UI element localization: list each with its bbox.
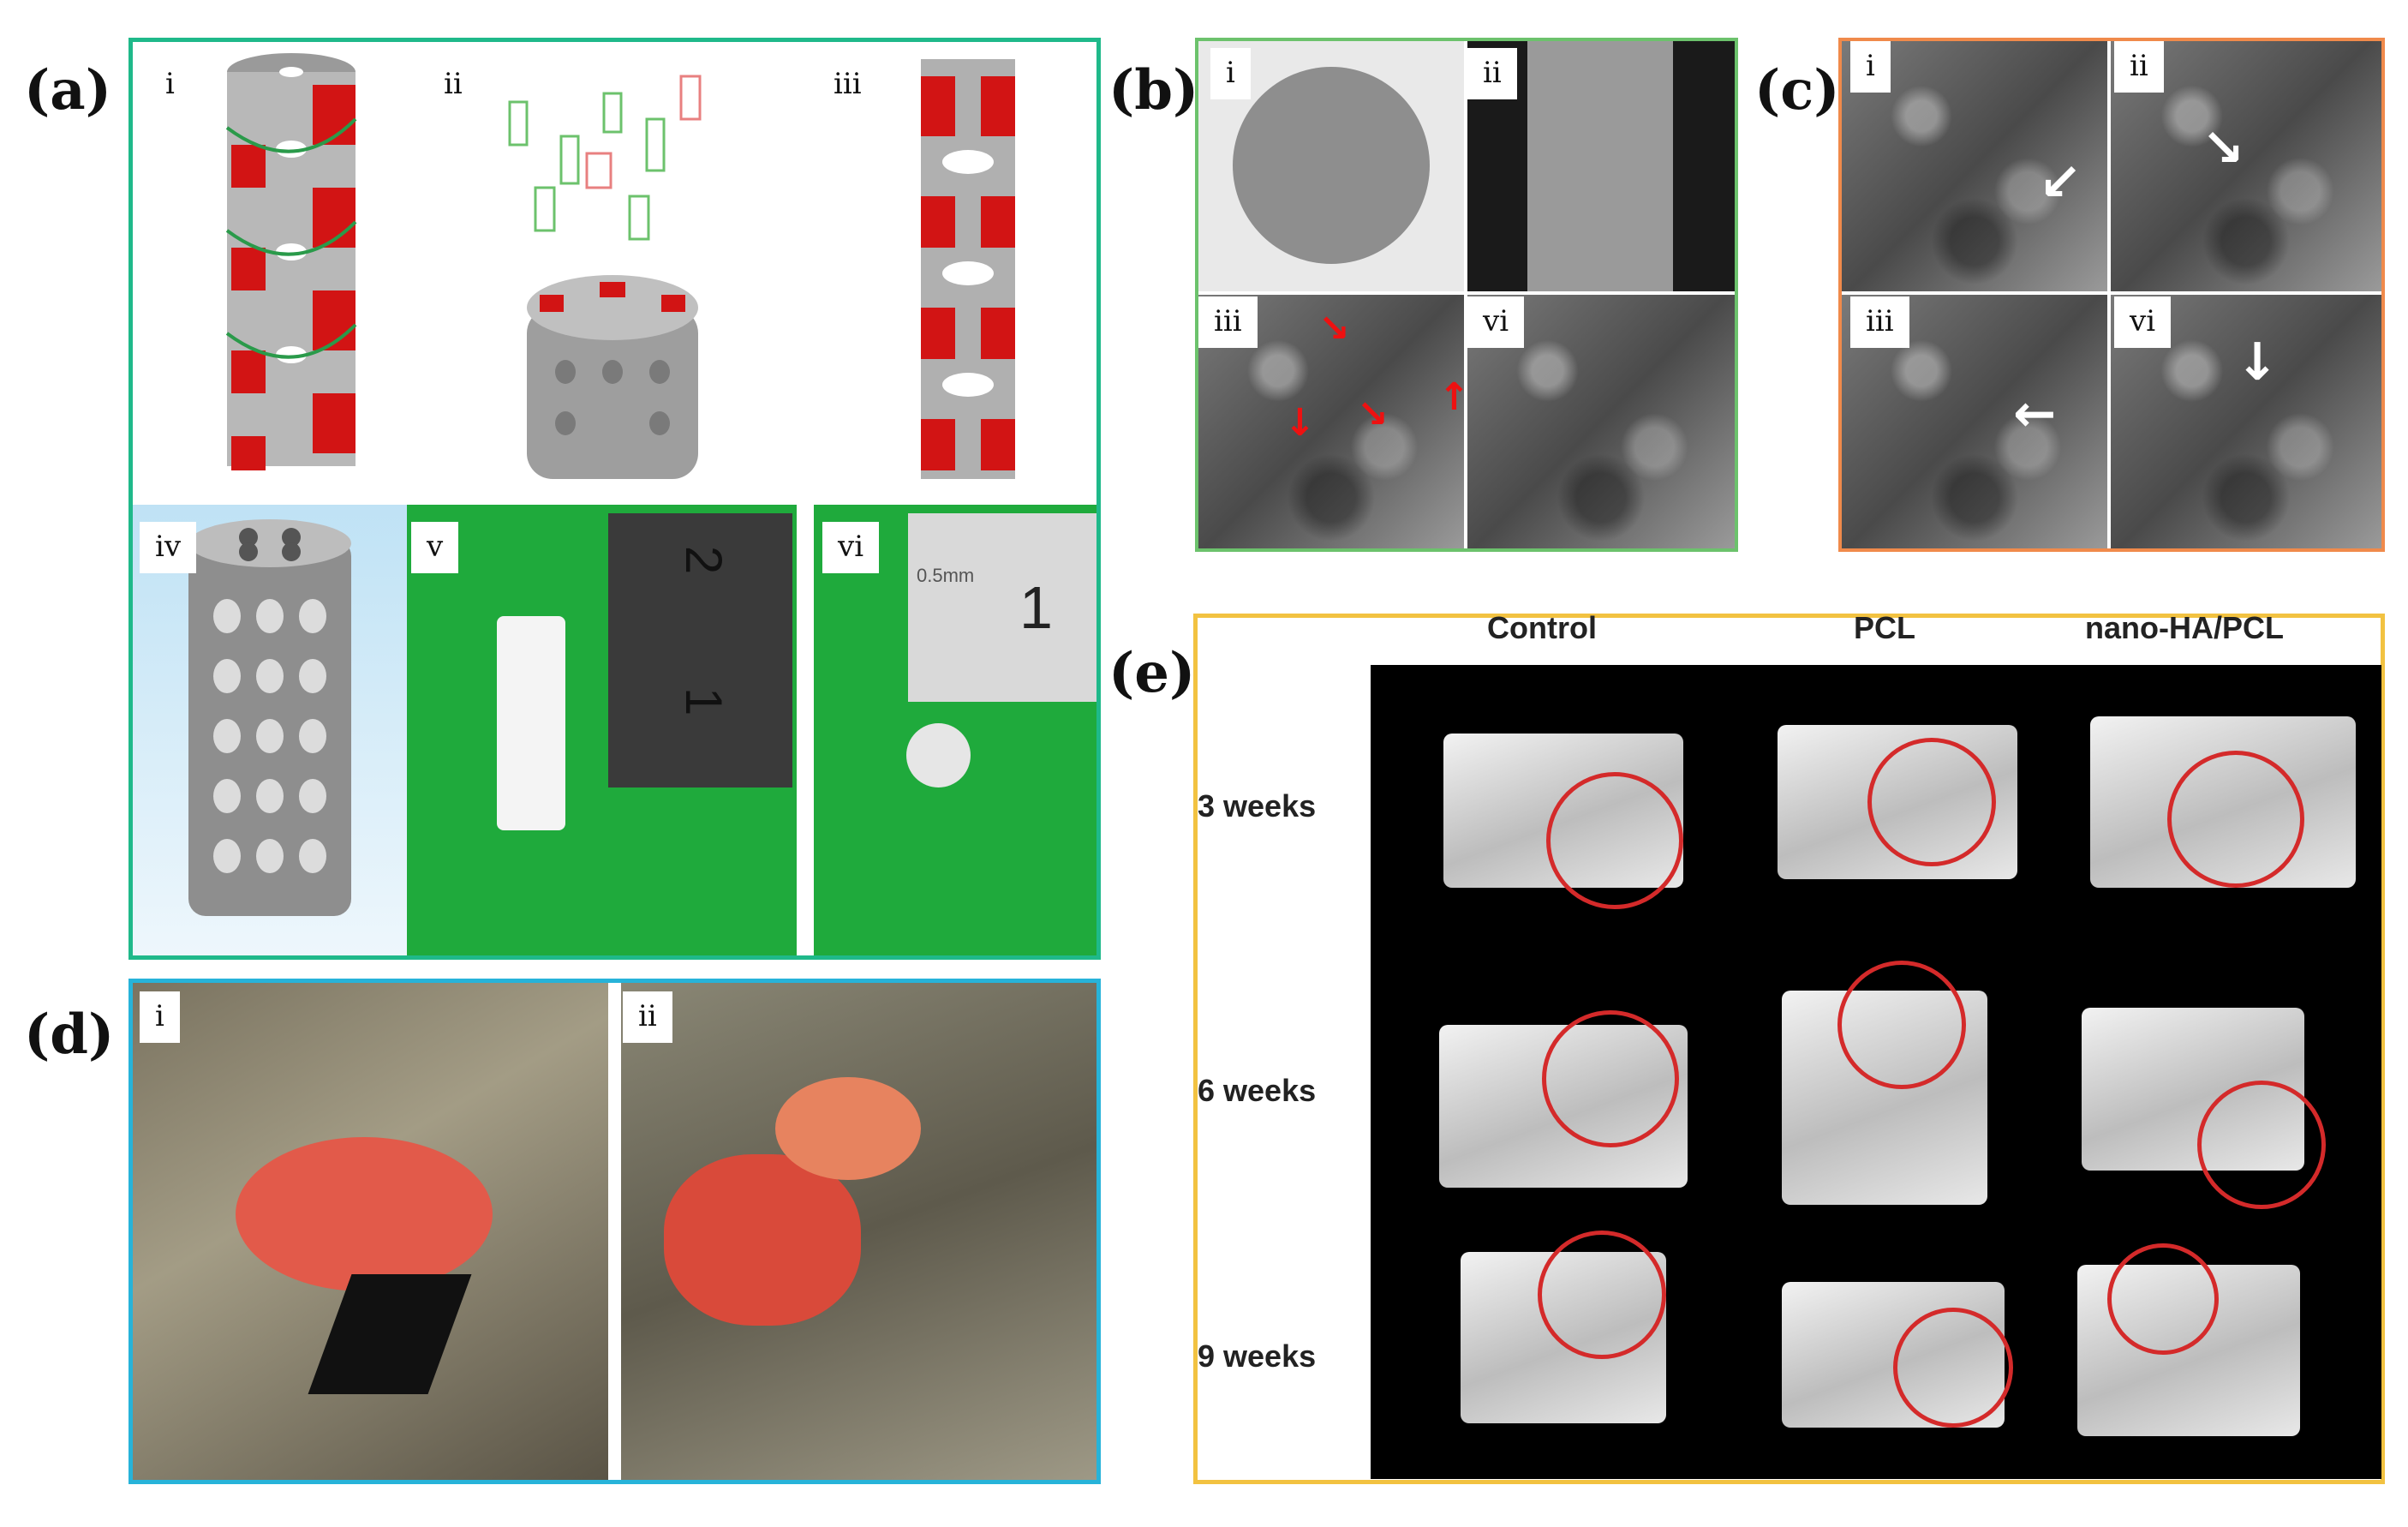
panel-b-ii-label: ii [1467,48,1517,99]
scaffold-render-graphic [188,519,351,916]
panel-d-i-photo [133,983,608,1480]
panel-letter-c: (c) [1754,58,1840,123]
ruler-steel-unit: 0.5mm [917,565,975,586]
panel-b-frame: ↘ ↓ ↘ ↑ i ii iii vi [1195,38,1738,552]
panel-d-ii-photo [621,983,1096,1480]
scaffold-side-view [1527,41,1673,291]
panel-a-vi-label: vi [822,522,880,573]
ruler-number-bottom: 1 [675,686,733,716]
panel-a-iv-label: iv [140,522,197,573]
panel-a-ii-exploded-cad [424,42,810,505]
panel-d-ii-label: ii [623,991,672,1043]
microct-grid [1371,665,2381,1479]
white-arrow-1: ↙ [2039,153,2082,213]
surgical-site [236,1137,493,1291]
column-header-nano-ha-pcl: nano-HA/PCL [2085,610,2284,645]
scaffold-cylinder-cutaway-graphic [225,53,357,470]
defect-circle-control-6w [1542,1010,1679,1147]
panel-c-i-label: i [1850,41,1891,93]
row-label-6-weeks: 6 weeks [1198,1073,1317,1108]
white-arrow-4: ↓ [2236,332,2280,392]
panel-d-frame: i ii [128,979,1101,1484]
ruler-steel-number: 1 [1019,574,1053,641]
exploded-scaffold-graphic [508,75,702,479]
ruler-steel: 0.5mm 1 [908,513,1096,702]
row-label-9-weeks: 9 weeks [1198,1338,1317,1374]
defect-circle-nanoha-3w [2167,751,2304,888]
panel-c-frame: ↙ ↘ ← ↓ i ii iii vi [1838,38,2385,552]
defect-circle-pcl-9w [1893,1308,2013,1428]
panel-b-i-label: i [1210,48,1251,99]
bone-tissue [775,1077,921,1180]
defect-circle-nanoha-6w [2197,1081,2326,1209]
panel-letter-d: (d) [24,1003,115,1067]
panel-letter-b: (b) [1108,58,1199,123]
scaffold-disc [906,723,971,787]
red-arrow-4: ↑ [1438,375,1470,419]
defect-circle-pcl-6w [1837,961,1966,1089]
defect-circle-nanoha-9w [2107,1243,2219,1355]
ruler-black: 2 1 [608,513,792,787]
column-header-pcl: PCL [1854,610,1915,645]
white-arrow-2: ↘ [2202,118,2245,178]
surgical-opening [308,1274,472,1394]
defect-circle-pcl-3w [1867,738,1996,866]
panel-a-iii-cutaway-cad [810,42,1096,505]
panel-letter-e: (e) [1108,641,1196,705]
panel-a-i-label: i [150,59,190,111]
panel-a-vi-photo: 0.5mm 1 [814,505,1096,955]
white-arrow-3: ← [2013,384,2057,444]
column-header-control: Control [1487,610,1597,645]
panel-a-v-label: v [411,522,459,573]
scaffold-cross-section [1233,67,1430,264]
panel-c-ii-label: ii [2114,41,2164,93]
red-arrow-2: ↓ [1284,401,1316,445]
panel-a-ii-label: ii [428,59,478,111]
defect-circle-control-3w [1546,772,1683,909]
scaffold-section-graphic [921,59,1015,479]
panel-a-frame: i ii [128,38,1101,960]
panel-d-i-label: i [140,991,180,1043]
panel-b-iii-label: iii [1198,296,1258,348]
panel-c-vi-label: vi [2114,296,2172,348]
panel-letter-a: (a) [24,58,112,123]
panel-b-vi-label: vi [1467,296,1525,348]
implant-site [664,1154,861,1326]
row-label-3-weeks: 3 weeks [1198,788,1317,823]
ruler-number-top: 2 [675,545,733,575]
panel-a-iv-render [133,505,407,955]
red-arrow-3: ↘ [1357,392,1389,436]
panel-a-i-scaffold-cad [133,42,424,505]
panel-a-iii-label: iii [818,59,877,111]
scaffold-sample [497,616,565,830]
defect-circle-control-9w [1538,1231,1666,1359]
panel-a-v-photo: 2 1 [407,505,797,955]
panel-c-iii-label: iii [1850,296,1909,348]
red-arrow-1: ↘ [1318,307,1350,350]
